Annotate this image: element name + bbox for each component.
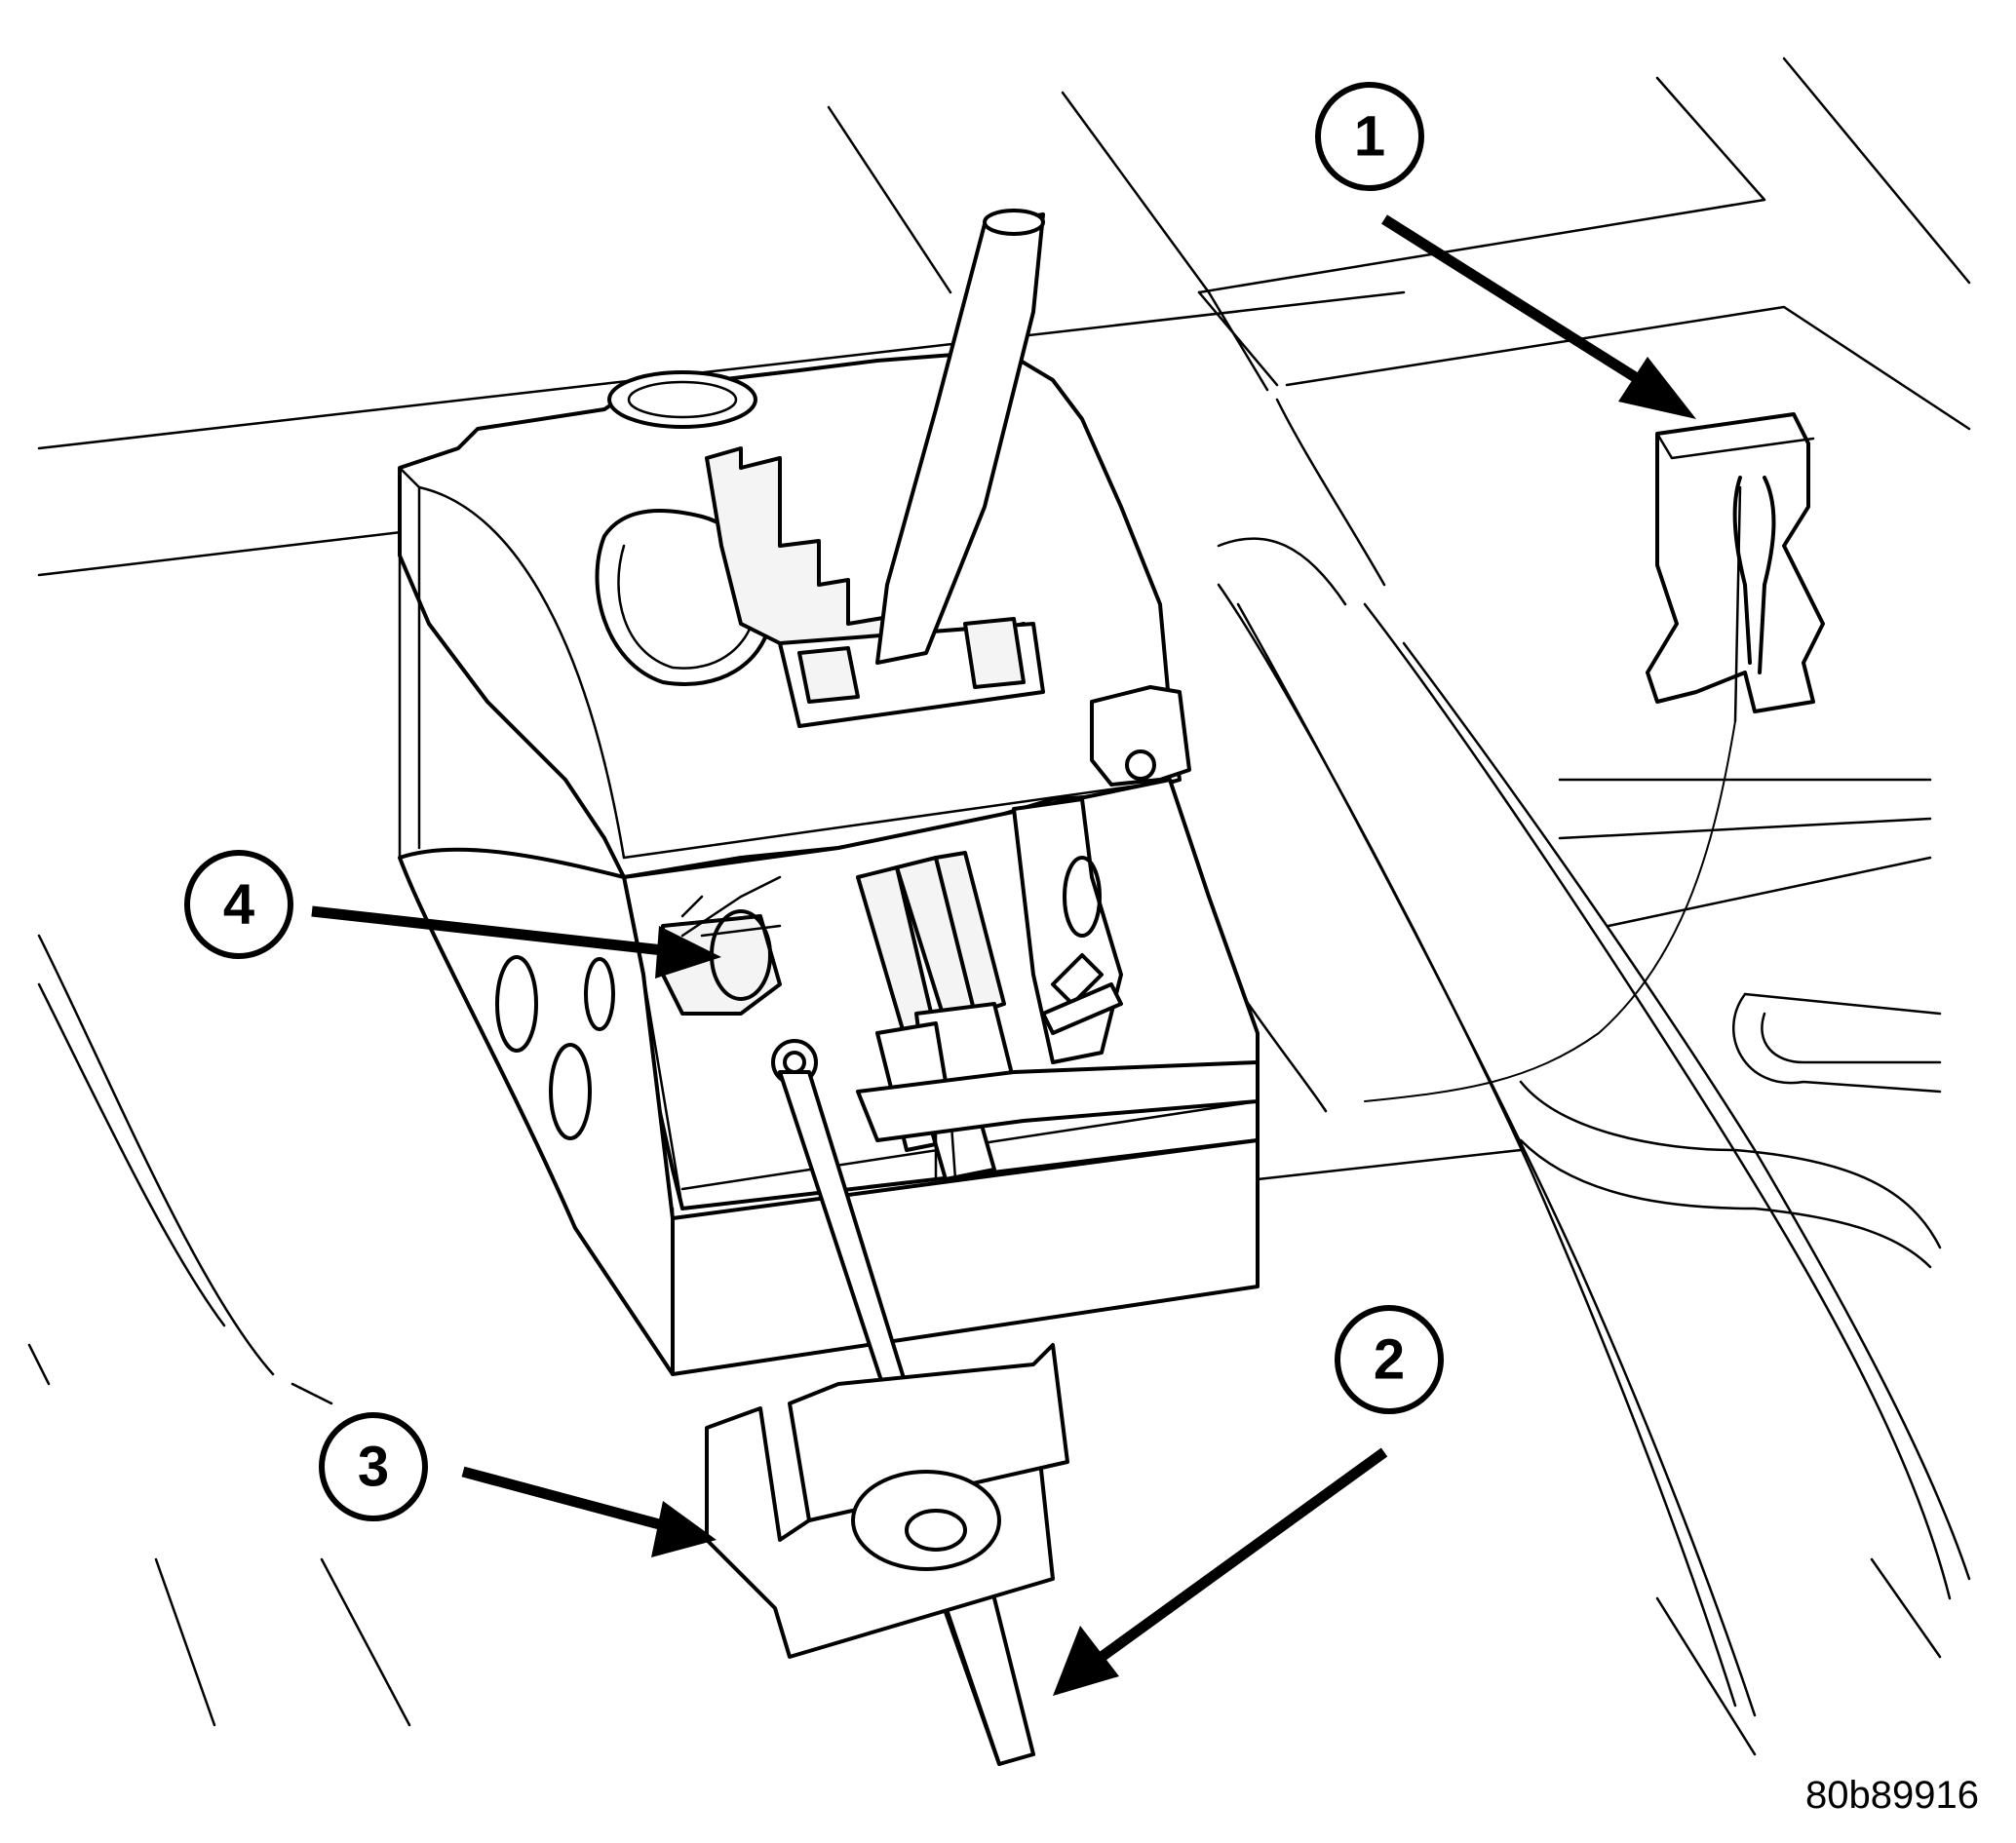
callout-4-label: 4: [223, 873, 254, 937]
callout-2: 2: [1335, 1305, 1444, 1414]
callout-1: 1: [1315, 82, 1424, 191]
cable-bracket: [705, 1343, 1069, 1659]
floor-outline: [27, 57, 1971, 1756]
cable-retaining-clip: [1364, 412, 1825, 1102]
callout-4: 4: [184, 850, 293, 959]
figure-id: 80b89916: [1805, 1774, 1979, 1817]
shifter-housing: [398, 209, 1260, 1376]
callout-3: 3: [319, 1412, 428, 1521]
callout-arrows: [311, 214, 1696, 1696]
callout-3-label: 3: [358, 1436, 389, 1499]
callout-2-label: 2: [1374, 1328, 1405, 1392]
callout-1-label: 1: [1354, 105, 1385, 169]
